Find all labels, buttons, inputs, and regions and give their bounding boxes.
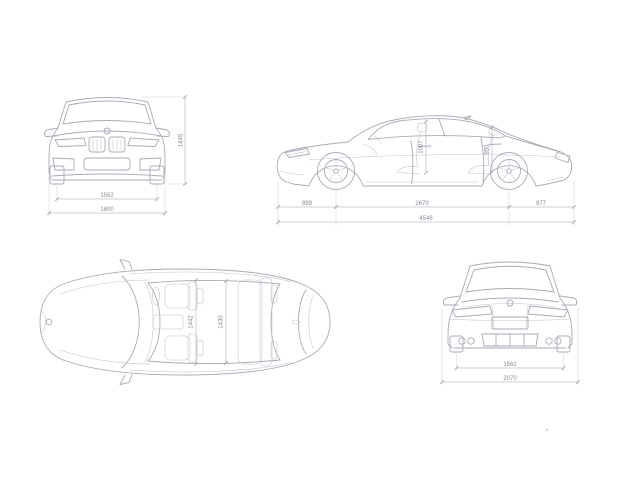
front-grille-slats [92, 138, 122, 151]
side-front-wheel [317, 152, 355, 190]
stray-dot [546, 429, 548, 431]
rear-view: 1562 2070 [418, 244, 603, 399]
front-brand-roundel [103, 127, 111, 135]
rear-dimension-ticks [439, 365, 581, 385]
front-view: 1562 1800 1445 [22, 76, 197, 236]
side-rear-wheel [490, 152, 528, 190]
front-kidney-grille [88, 136, 126, 153]
front-view-drawing: 1562 1800 1445 [44, 94, 188, 216]
top-car-outline [39, 268, 331, 376]
side-view-drawing: 1007 955 899 2670 977 [275, 115, 577, 226]
top-view: 1442 1430 [26, 238, 346, 406]
rear-car-body [447, 261, 573, 349]
front-overall-height-label: 1445 [179, 133, 185, 147]
side-body-lines [280, 151, 565, 183]
rear-mirrors [442, 295, 578, 306]
front-extension-lines [48, 96, 188, 216]
side-interior-seats [362, 123, 499, 175]
top-view-drawing: 1442 1430 [39, 259, 331, 385]
rear-width-incl-mirrors-label: 2070 [503, 376, 517, 382]
rear-exhaust-pipes [458, 337, 562, 345]
front-wheels [49, 165, 165, 185]
top-interior [144, 277, 278, 367]
side-rear-wheel-spokes [498, 160, 520, 180]
side-car-silhouette [276, 115, 573, 187]
side-front-overhang-label: 899 [302, 201, 313, 207]
front-dimension-ticks [46, 94, 188, 216]
side-dimension-ticks [275, 204, 577, 225]
side-extension-lines [277, 180, 575, 226]
side-interior-dimension-ticks [423, 119, 495, 176]
side-overall-length-label: 4546 [419, 216, 433, 222]
side-lights [284, 148, 571, 163]
side-doors [410, 137, 502, 185]
top-interior-width-front-label: 1442 [189, 315, 195, 329]
front-headlights [54, 137, 160, 147]
front-track-width-label: 1562 [100, 193, 114, 199]
front-bumper [52, 157, 162, 171]
front-dimension-lines [49, 97, 186, 214]
side-greenhouse [367, 115, 561, 153]
side-rear-overhang-label: 977 [536, 201, 547, 207]
side-view: 1007 955 899 2670 977 [262, 76, 607, 238]
front-overall-width-label: 1800 [100, 207, 114, 213]
front-car-body [48, 97, 166, 181]
rear-taillights [451, 305, 569, 318]
rear-wheels [449, 335, 571, 353]
side-dimension-lines [278, 206, 574, 223]
rear-brand-roundel [506, 299, 514, 307]
side-wheelbase-label: 2670 [415, 201, 429, 207]
side-interior-dimension-lines [425, 121, 493, 173]
rear-dimension-lines [442, 367, 578, 383]
top-interior-width-rear-label: 1430 [219, 315, 225, 329]
side-interior-height-rear-label: 955 [485, 144, 491, 155]
top-interior-dimension-lines [195, 280, 227, 364]
front-mirrors [44, 127, 170, 137]
side-interior-height-front-label: 1007 [419, 140, 425, 154]
rear-diffuser [481, 333, 539, 347]
top-mirrors [119, 259, 133, 385]
side-front-wheel-spokes [325, 160, 347, 180]
top-brand-roundel [45, 318, 53, 326]
top-body-lines [40, 271, 315, 373]
top-glass-lines [121, 275, 307, 369]
rear-track-width-label: 1562 [503, 362, 517, 368]
rear-license-plate [491, 316, 529, 330]
rear-view-drawing: 1562 2070 [439, 261, 581, 385]
top-interior-dimension-ticks [193, 277, 229, 367]
